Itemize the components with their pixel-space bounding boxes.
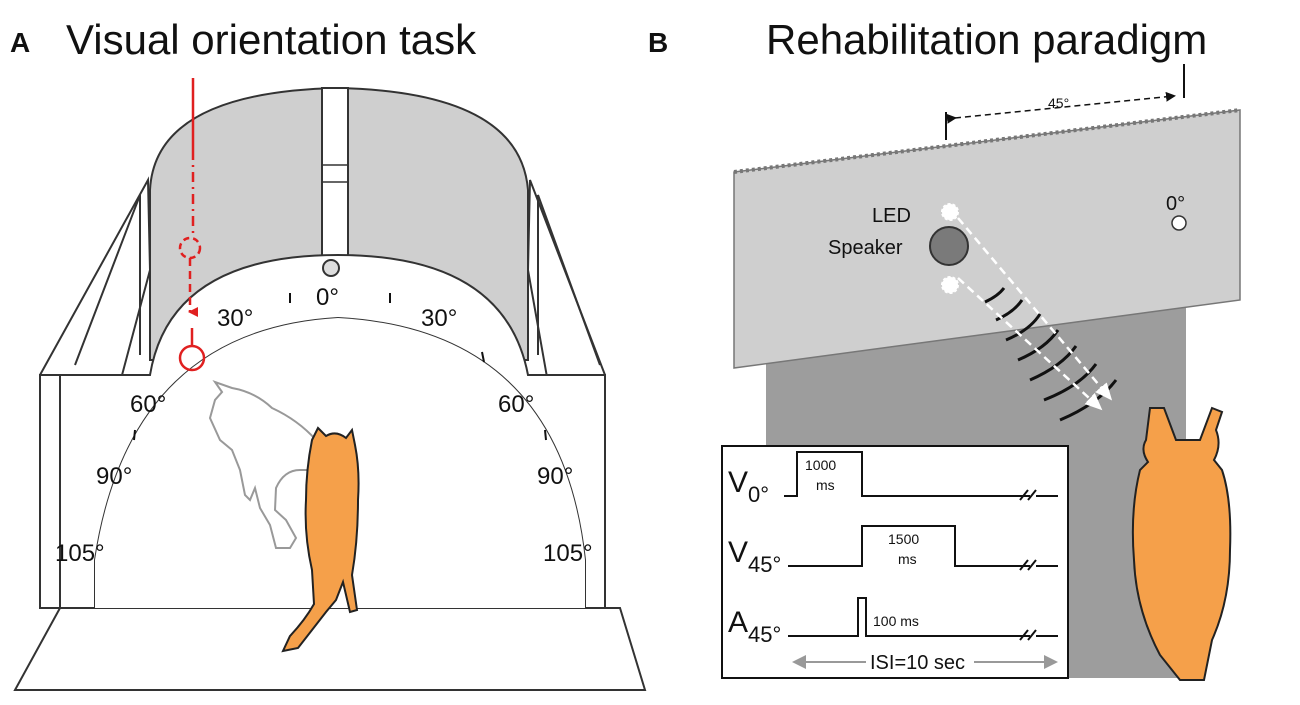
row-v0-sub: 0° <box>748 482 769 507</box>
row-v45-trace <box>788 525 1030 567</box>
cat-top-icon <box>1131 406 1232 681</box>
angle-left-90: 90° <box>96 463 132 490</box>
speaker-icon <box>929 226 969 266</box>
panel-a-letter: A <box>10 27 30 58</box>
panel-b-title: Rehabilitation paradigm <box>766 16 1207 63</box>
row-v45-label: V <box>728 536 748 569</box>
row-v45-unit: ms <box>898 551 917 567</box>
row-a45-duration: 100 ms <box>873 613 919 629</box>
angle-right-30: 30° <box>421 305 457 332</box>
speaker-label: Speaker <box>828 237 903 259</box>
zero-led-label: 0° <box>1166 193 1185 215</box>
row-v0-trace <box>784 451 1030 497</box>
panel-a-title: Visual orientation task <box>66 16 477 63</box>
led-0-icon <box>322 259 340 277</box>
row-a45-trace <box>788 597 1030 637</box>
ghost-cat-icon <box>208 380 322 549</box>
angle-right-60: 60° <box>498 391 534 418</box>
angle-left-60: 60° <box>130 391 166 418</box>
offset-45-label: 45° <box>1048 95 1069 111</box>
led-upper-icon <box>941 203 959 221</box>
row-a45-label: A <box>728 606 748 639</box>
zero-led-icon <box>1171 215 1187 231</box>
angle-right-90: 90° <box>537 463 573 490</box>
panel-b-letter: B <box>648 27 668 58</box>
timeline-box <box>721 445 1069 679</box>
row-v0-duration: 1000 <box>805 457 836 473</box>
row-v0-unit: ms <box>816 477 835 493</box>
led-lower-icon <box>941 276 959 294</box>
arena-floor <box>13 607 647 691</box>
angle-left-30: 30° <box>217 305 253 332</box>
angle-0: 0° <box>316 284 339 311</box>
row-v0-label: V <box>728 466 748 499</box>
led-label: LED <box>872 205 911 227</box>
center-slot <box>321 87 349 259</box>
row-v45-sub: 45° <box>748 552 781 577</box>
angle-right-105: 105° <box>543 540 593 567</box>
row-a45-sub: 45° <box>748 622 781 647</box>
angle-left-105: 105° <box>55 540 105 567</box>
cat-icon <box>281 426 360 653</box>
isi-label: ISI=10 sec <box>870 652 965 674</box>
screen-panel <box>733 109 1241 369</box>
target-led-icon <box>178 344 206 372</box>
panel-b: B Rehabilitation paradigm 45° 0° LED Spe… <box>648 16 1241 681</box>
panel-a: A Visual orientation task 0° 30° <box>10 16 647 691</box>
row-v45-duration: 1500 <box>888 531 919 547</box>
